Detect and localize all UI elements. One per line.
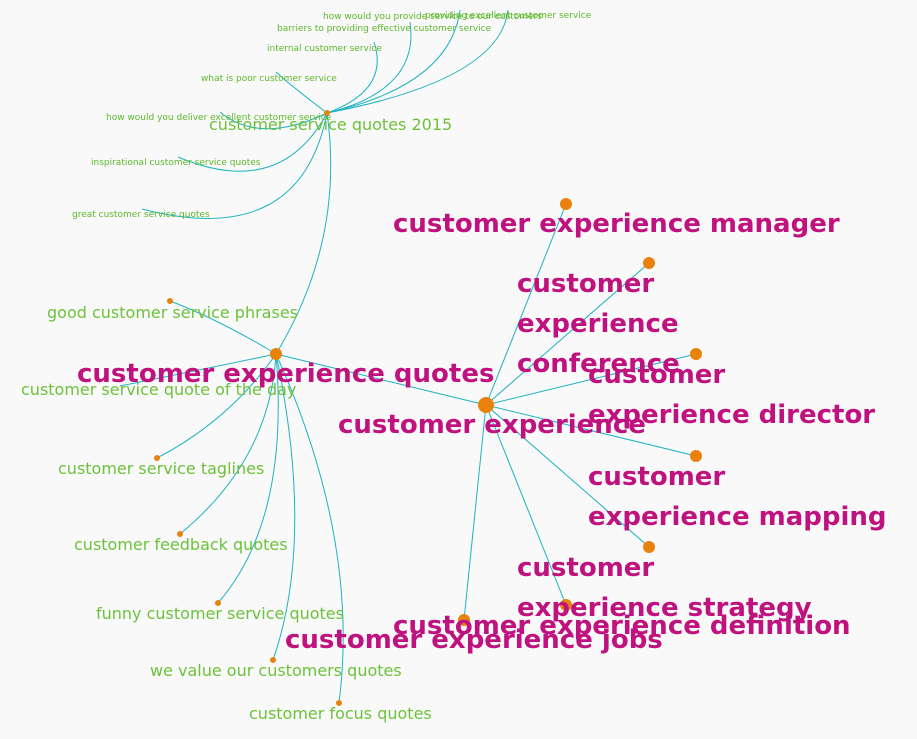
edge-quotes-2015 <box>275 112 332 355</box>
q2015-child-label-inspirational[interactable]: inspirational customer service quotes <box>91 158 261 168</box>
edge-root-quotes <box>275 353 487 406</box>
quotes-child-label-focus[interactable]: customer focus quotes <box>249 704 432 723</box>
node-jobs[interactable] <box>458 614 470 626</box>
edge-root-mapping <box>485 404 697 457</box>
edge-root-director <box>485 353 697 406</box>
edge-root-definition <box>485 404 567 606</box>
quotes-child-label-quote-of-day[interactable]: customer service quote of the day <box>21 380 297 399</box>
edge-quotes-phrases <box>169 300 277 355</box>
node-label-conference[interactable]: customer experience conference <box>517 269 680 379</box>
edge-q2015-deliver <box>219 111 328 130</box>
q2015-child-label-excellent[interactable]: providing excellent customer service <box>425 11 592 21</box>
node-director[interactable] <box>690 348 702 360</box>
edge-q2015-poor <box>275 71 328 114</box>
node-strategy[interactable] <box>643 541 655 553</box>
node-label-jobs[interactable]: customer experience jobs <box>285 625 663 655</box>
node-quotes-2015[interactable] <box>324 110 330 116</box>
node-label-mapping[interactable]: customer experience mapping <box>588 462 887 532</box>
quotes-child-label-funny[interactable]: funny customer service quotes <box>96 604 344 623</box>
q2015-child-label-provide-service[interactable]: how would you provide service to our cus… <box>323 12 542 22</box>
node-definition[interactable] <box>560 599 572 611</box>
node-quotes[interactable] <box>270 348 282 360</box>
q2015-child-label-barriers[interactable]: barriers to providing effective customer… <box>277 24 492 34</box>
node-quotes-feedback[interactable] <box>177 531 183 537</box>
edge-q2015-internal <box>326 41 378 114</box>
edge-q2015-inspirational <box>177 112 328 172</box>
nodes-layer <box>154 110 702 706</box>
node-quotes-funny[interactable] <box>215 600 221 606</box>
q2015-child-label-great[interactable]: great customer service quotes <box>72 210 210 220</box>
q2015-child-label-deliver[interactable]: how would you deliver excellent customer… <box>106 113 332 123</box>
edge-q2015-excellent <box>326 9 509 114</box>
root-label[interactable]: customer experience <box>338 410 646 440</box>
node-conference[interactable] <box>643 257 655 269</box>
edge-q2015-barriers <box>326 21 412 114</box>
edge-root-jobs <box>463 404 487 621</box>
node-label-manager[interactable]: customer experience manager <box>393 209 840 239</box>
node-label-strategy[interactable]: customer experience strategy <box>517 553 812 623</box>
node-quotes-taglines[interactable] <box>154 455 160 461</box>
edge-quotes-funny <box>217 353 279 604</box>
edge-q2015-great <box>141 112 328 219</box>
q2015-child-label-internal[interactable]: internal customer service <box>267 44 382 54</box>
edge-quotes-focus <box>275 353 344 704</box>
quotes-child-label-2015[interactable]: customer service quotes 2015 <box>209 115 453 134</box>
node-quotes-phrases[interactable] <box>167 298 173 304</box>
node-mapping[interactable] <box>690 450 702 462</box>
edge-q2015-provide-service <box>326 9 461 114</box>
edge-quotes-feedback <box>179 353 277 535</box>
edge-quotes-quote-of-day <box>119 353 277 387</box>
edge-root-strategy <box>485 404 650 548</box>
node-quotes-value[interactable] <box>270 657 276 663</box>
node-quotes-focus[interactable] <box>336 700 342 706</box>
node-label-director[interactable]: customer experience director <box>588 360 876 430</box>
edges-layer <box>119 9 697 704</box>
quotes-child-label-taglines[interactable]: customer service taglines <box>58 459 265 478</box>
quotes-child-label-value[interactable]: we value our customers quotes <box>150 661 402 680</box>
node-label-quotes[interactable]: customer experience quotes <box>77 359 495 389</box>
node-label-definition[interactable]: customer experience definition <box>393 611 851 641</box>
q2015-child-label-poor[interactable]: what is poor customer service <box>201 74 337 84</box>
edge-quotes-value <box>272 353 296 661</box>
quotes-child-label-feedback[interactable]: customer feedback quotes <box>74 535 288 554</box>
node-root[interactable] <box>478 397 494 413</box>
node-manager[interactable] <box>560 198 572 210</box>
edge-root-conference <box>485 262 650 406</box>
edge-root-manager <box>485 203 567 406</box>
quotes-child-label-phrases[interactable]: good customer service phrases <box>47 303 298 322</box>
edge-quotes-taglines <box>156 353 277 459</box>
